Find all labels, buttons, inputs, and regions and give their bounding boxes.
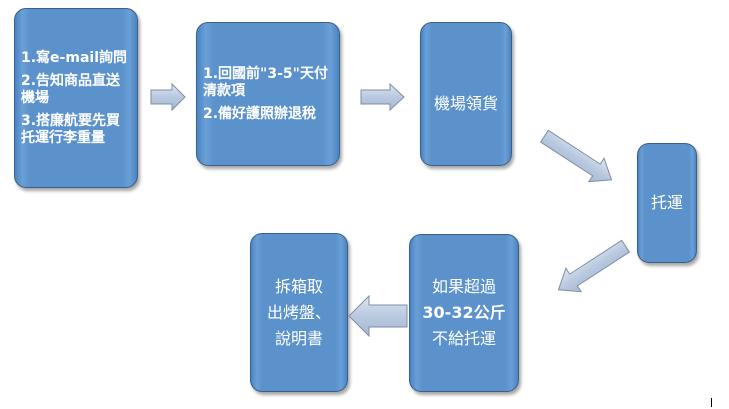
step-5-box: 如果超過 30-32公斤 不給托運: [409, 234, 519, 392]
arrow-right-1: [150, 82, 186, 112]
arrow-right-2: [360, 82, 405, 112]
arrow-down-left: [557, 239, 631, 293]
step-5-line-1: 如果超過: [431, 277, 496, 296]
step-1-line-2: 2.告知商品直送機場: [21, 72, 121, 106]
step-6-line-1: 拆箱取: [274, 276, 323, 296]
step-2-line-2: 2.備好護照辦退稅: [203, 105, 317, 122]
arrow-down-right: [539, 129, 613, 183]
step-1-line-3: 3.搭廉航要先買托運行李重量: [21, 112, 121, 146]
step-6-box: 拆箱取 出烤盤、 說明書: [250, 233, 348, 392]
step-1-box: 1.寫e-mail詢問 2.告知商品直送機場 3.搭廉航要先買托運行李重量: [14, 8, 138, 188]
step-5-line-2: 30-32公斤: [422, 303, 506, 322]
step-2-box: 1.回國前"3-5"天付清款項 2.備好護照辦退稅: [196, 22, 340, 166]
arrow-left: [348, 294, 408, 338]
step-2-line-1: 1.回國前"3-5"天付清款項: [203, 65, 328, 99]
step-3-line-1: 機場領貨: [433, 94, 498, 113]
step-4-box: 托運: [637, 143, 697, 263]
step-6-line-3: 說明書: [274, 328, 323, 348]
step-3-box: 機場領貨: [420, 22, 512, 166]
step-6-line-2: 出烤盤、: [266, 302, 331, 322]
step-4-line-1: 托運: [650, 193, 683, 212]
text-cursor: [711, 398, 712, 407]
step-5-line-3: 不給托運: [431, 329, 496, 348]
step-1-line-1: 1.寫e-mail詢問: [21, 49, 127, 66]
